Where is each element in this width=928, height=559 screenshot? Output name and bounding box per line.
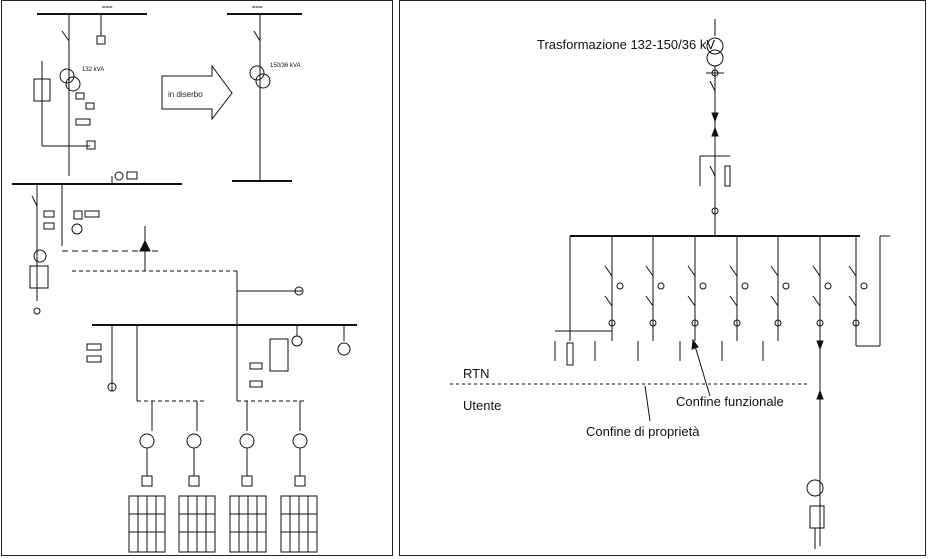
utente-label: Utente xyxy=(463,398,502,413)
top-bus-right-label: === xyxy=(252,5,263,11)
confine-funzionale-label: Confine funzionale xyxy=(676,394,784,409)
trafo-left-label: 132 kVA xyxy=(82,67,105,73)
trafo-right-label: 150/36 kVA xyxy=(270,63,301,69)
rtn-label: RTN xyxy=(463,366,490,381)
left-single-line-diagram xyxy=(12,13,357,553)
right-single-line-diagram xyxy=(450,19,890,549)
right-diagram-panel: Trasformazione 132-150/36 kV RTN Utente … xyxy=(399,0,926,556)
transformer-title: Trasformazione 132-150/36 kV xyxy=(537,37,716,52)
left-diagram-panel: in diserbo === === 132 kVA 150/36 kVA xyxy=(1,0,393,556)
arrow-label: in diserbo xyxy=(168,90,203,99)
top-bus-left-label: === xyxy=(102,5,113,11)
confine-proprieta-label: Confine di proprietà xyxy=(586,424,700,439)
